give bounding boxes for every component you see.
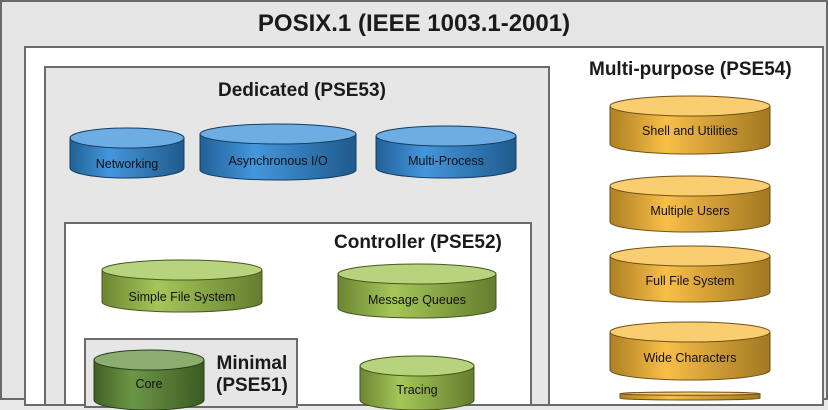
simple-fs-label: Simple File System — [128, 290, 236, 304]
cylinder-top — [375, 125, 517, 147]
cylinder-shape — [69, 127, 185, 179]
cylinder-body — [609, 255, 771, 303]
cylinder-body — [337, 273, 497, 319]
message-queues-cylinder: Message Queues — [337, 263, 497, 319]
cylinder-top — [609, 95, 771, 117]
cylinder-body — [609, 331, 771, 381]
cylinder-shape — [609, 245, 771, 303]
multi-process-cylinder: Multi-Process — [375, 125, 517, 179]
networking-label: Networking — [95, 157, 159, 171]
tracing-label: Tracing — [396, 383, 438, 397]
full-fs-cylinder: Full File System — [609, 245, 771, 303]
cylinder-shape — [337, 263, 497, 319]
pse51-title-line2: (PSE51) — [216, 375, 288, 396]
partial-orange-cylinder — [619, 391, 761, 401]
full-fs-label: Full File System — [645, 274, 735, 288]
cylinder-top — [359, 355, 475, 377]
cylinder-top — [609, 245, 771, 267]
shell-utilities-cylinder: Shell and Utilities — [609, 95, 771, 155]
cylinder-shape — [609, 321, 771, 381]
cylinder-shape — [375, 125, 517, 179]
wide-chars-cylinder: Wide Characters — [609, 321, 771, 381]
cylinder-top — [609, 321, 771, 343]
cylinder-shape — [359, 355, 475, 410]
networking-cylinder: Networking — [69, 127, 185, 179]
cylinder-top — [101, 259, 263, 281]
pse51-title-line1: Minimal — [216, 353, 288, 374]
multiple-users-label: Multiple Users — [650, 204, 730, 218]
multi-process-label: Multi-Process — [408, 154, 484, 168]
tracing-cylinder: Tracing — [359, 355, 475, 410]
cylinder-shape — [101, 259, 263, 313]
core-cylinder: Core — [93, 349, 205, 410]
cylinder-top — [337, 263, 497, 285]
pse53-title: Dedicated (PSE53) — [218, 80, 386, 101]
async-io-cylinder: Asynchronous I/O — [199, 123, 357, 181]
posix1-title: POSIX.1 (IEEE 1003.1-2001) — [257, 10, 571, 37]
cylinder-top — [93, 349, 205, 371]
shell-utilities-label: Shell and Utilities — [642, 124, 738, 138]
message-queues-label: Message Queues — [368, 293, 466, 307]
pse54-title: Multi-purpose (PSE54) — [589, 59, 792, 80]
wide-chars-label: Wide Characters — [643, 351, 737, 365]
cylinder-top — [199, 123, 357, 145]
cylinder-top — [69, 127, 185, 149]
pse52-title: Controller (PSE52) — [334, 232, 502, 253]
cylinder-shape — [93, 349, 205, 410]
async-io-label: Asynchronous I/O — [228, 154, 328, 168]
cylinder-body — [609, 105, 771, 155]
cylinder-body — [375, 135, 517, 179]
cylinder-shape — [619, 391, 761, 401]
cylinder-body — [609, 185, 771, 233]
cylinder-shape — [609, 95, 771, 155]
cylinder-body — [199, 133, 357, 181]
cylinder-top — [619, 391, 761, 396]
cylinder-top — [609, 175, 771, 197]
cylinder-shape — [609, 175, 771, 233]
multiple-users-cylinder: Multiple Users — [609, 175, 771, 233]
simple-fs-cylinder: Simple File System — [101, 259, 263, 313]
cylinder-shape — [199, 123, 357, 181]
core-label: Core — [135, 377, 163, 391]
pse51-title: Minimal (PSE51) — [216, 353, 288, 397]
cylinder-body — [101, 269, 263, 313]
cylinder-body — [69, 137, 185, 179]
